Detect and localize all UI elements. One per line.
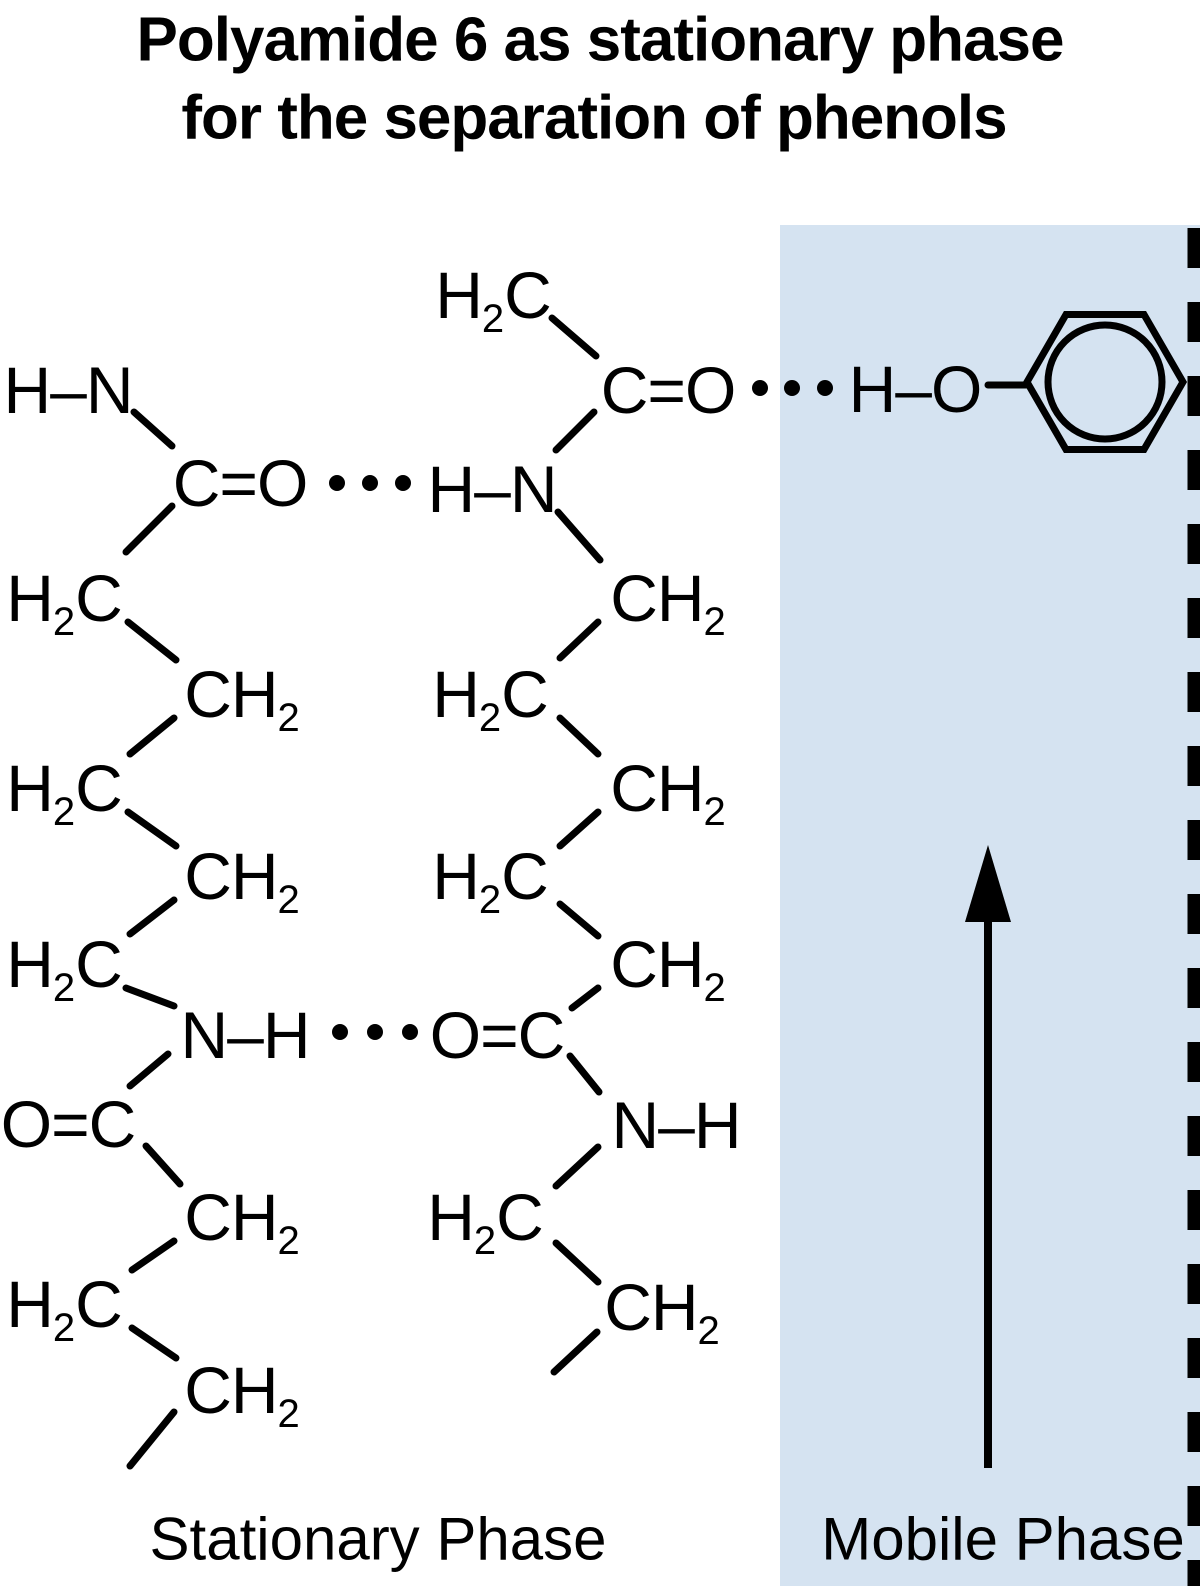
atom-label: CH2	[184, 657, 300, 740]
atom-label: CH2	[184, 1180, 300, 1263]
atom-label: CH2	[604, 1270, 720, 1353]
atom-label: H2C	[427, 1180, 544, 1263]
benzene-ring-circle	[1044, 321, 1166, 443]
bond-line	[548, 314, 600, 360]
atom-label: H–O	[848, 352, 983, 426]
bond-line	[122, 502, 176, 556]
bond-line	[142, 1142, 184, 1188]
stationary-phase-label: Stationary Phase	[149, 1505, 607, 1573]
bond-line	[122, 984, 178, 1010]
atom-label: H2C	[432, 657, 549, 740]
bond-line	[126, 1050, 172, 1090]
bond-line	[552, 1143, 602, 1190]
bond-line	[566, 1052, 603, 1096]
hydrogen-bond-dot	[362, 475, 378, 491]
atom-label: H2C	[435, 258, 552, 341]
atom-label: C=O	[172, 446, 309, 520]
atom-label: C=O	[600, 353, 737, 427]
hydrogen-bond-dot	[402, 1024, 418, 1040]
atom-label: H2C	[432, 839, 549, 922]
atom-label: CH2	[610, 927, 726, 1010]
atom-label: H2C	[6, 1267, 123, 1350]
bond-line	[124, 808, 180, 850]
atom-label: H2C	[6, 927, 123, 1010]
atom-label: H–N	[427, 452, 557, 526]
atom-label: CH2	[610, 561, 726, 644]
figure-title-line1: Polyamide 6 as stationary phase	[136, 5, 1065, 75]
atom-label: H2C	[6, 751, 123, 834]
hydrogen-bond-dot	[752, 380, 768, 396]
atom-label: CH2	[184, 839, 300, 922]
atom-label: N–H	[611, 1088, 741, 1162]
bond-line	[556, 618, 602, 662]
hydrogen-bond-dot	[395, 475, 411, 491]
hydrogen-bond-dot	[367, 1024, 383, 1040]
bond-line	[124, 618, 180, 664]
bond-line	[556, 714, 602, 758]
bond-line	[568, 984, 602, 1012]
bond-line	[128, 1237, 178, 1274]
hydrogen-bond-dot	[784, 380, 800, 396]
atom-label: O=C	[429, 998, 566, 1072]
atom-label: H–N	[3, 353, 133, 427]
hydrogen-bond-dot	[329, 475, 345, 491]
atom-label: N–H	[180, 998, 310, 1072]
bond-line	[126, 714, 178, 758]
figure-title-line2: for the separation of phenols	[181, 83, 1007, 153]
bond-line	[556, 808, 602, 850]
bond-line	[552, 1239, 602, 1286]
atom-label: O=C	[0, 1087, 137, 1161]
atom-label: CH2	[184, 1353, 300, 1436]
atom-label: H2C	[6, 561, 123, 644]
bond-line	[126, 1408, 178, 1470]
hydrogen-bond-dot	[332, 1024, 348, 1040]
hydrogen-bond-dot	[817, 380, 833, 396]
atom-label: CH2	[610, 751, 726, 834]
benzene-ring-hexagon	[1022, 311, 1188, 453]
bond-line	[550, 1328, 601, 1376]
mobile-phase-label: Mobile Phase	[821, 1505, 1185, 1573]
bond-line	[554, 508, 604, 564]
bond-line	[126, 896, 178, 938]
bond-line	[128, 1324, 180, 1362]
flow-arrow-head	[965, 845, 1011, 922]
bond-line	[130, 408, 176, 450]
bond-line	[556, 900, 602, 940]
bond-line	[552, 408, 598, 454]
